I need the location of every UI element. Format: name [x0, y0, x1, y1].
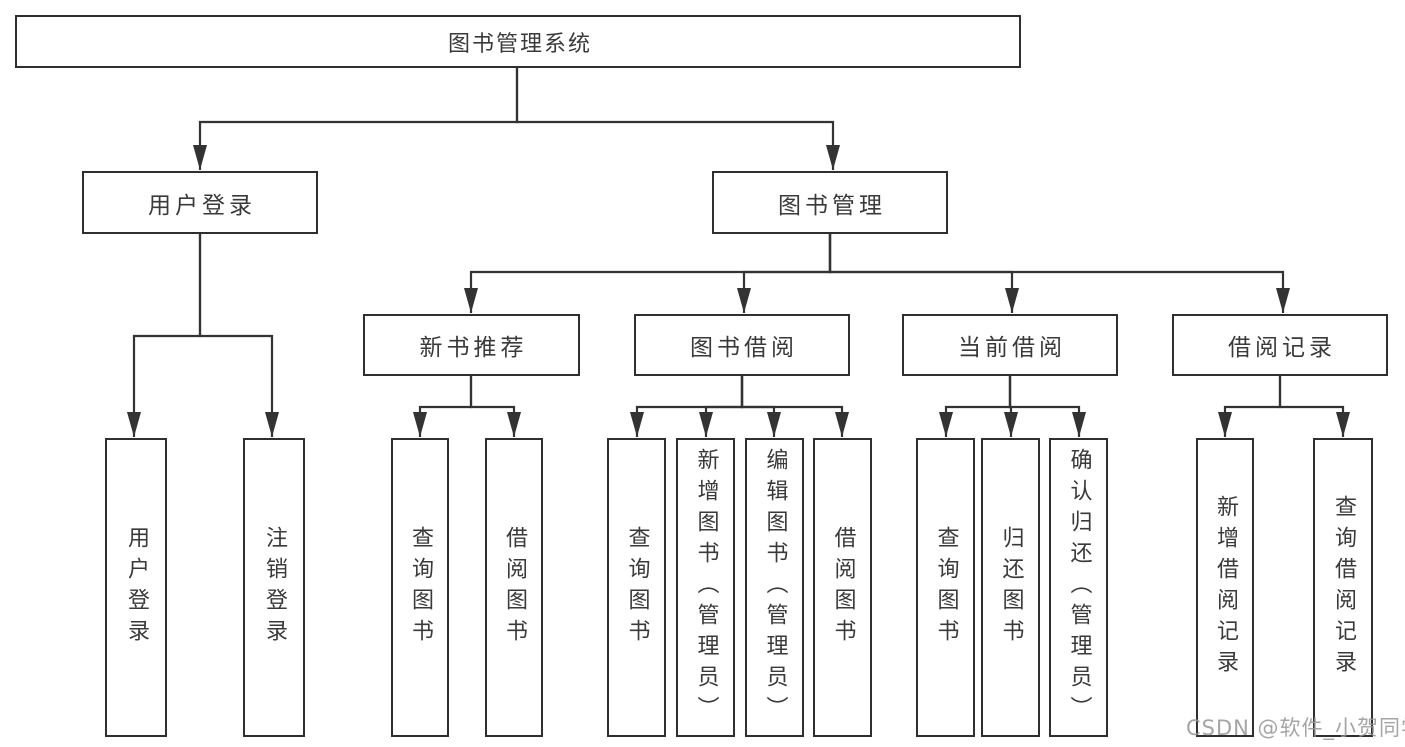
leaf-confirm-return-admin-label: 确认归还（管理员）: [1066, 448, 1092, 727]
edge-book-management-book-borrow: [737, 234, 832, 313]
csdn-watermark: CSDN @软件_小贺同学: [1186, 716, 1405, 740]
node-new-book-recommend-label: 新书推荐: [419, 335, 528, 361]
edge-borrow-records-add-record: [1218, 376, 1282, 437]
leaf-add-book-admin: 新增图书（管理员）: [676, 438, 735, 737]
edge-book-management-current-borrow: [828, 234, 1019, 313]
edge-new-book-recommend-query-book: [413, 376, 473, 437]
leaf-borrow-book-new: 借阅图书: [485, 438, 543, 737]
leaf-borrow-book-new-label: 借阅图书: [502, 525, 527, 650]
edge-root-book-management: [515, 68, 840, 170]
leaf-query-book-borrow: 查询图书: [607, 438, 666, 737]
leaf-logout-label: 注销登录: [262, 525, 287, 650]
node-current-borrow-label: 当前借阅: [958, 335, 1066, 361]
leaf-confirm-return-admin: 确认归还（管理员）: [1049, 438, 1108, 737]
edge-root-user-login: [193, 68, 519, 170]
leaf-add-borrow-record-label: 新增借阅记录: [1213, 494, 1238, 681]
leaf-query-book-new-label: 查询图书: [408, 525, 433, 650]
leaf-query-borrow-record: 查询借阅记录: [1313, 438, 1373, 737]
node-borrow-records: 借阅记录: [1172, 314, 1388, 376]
node-borrow-records-label: 借阅记录: [1228, 335, 1336, 361]
node-root-label: 图书管理系统: [447, 31, 592, 57]
leaf-add-book-admin-label: 新增图书（管理员）: [693, 448, 719, 727]
node-book-borrow: 图书借阅: [634, 314, 850, 376]
edge-new-book-recommend-borrow-book: [469, 376, 521, 437]
node-book-borrow-label: 图书借阅: [690, 335, 798, 361]
leaf-user-login-label: 用户登录: [124, 525, 149, 650]
node-current-borrow: 当前借阅: [902, 314, 1118, 376]
leaf-return-book-label: 归还图书: [998, 525, 1024, 650]
edge-book-management-new-book-recommend: [464, 234, 832, 313]
node-book-management-label: 图书管理: [778, 192, 886, 219]
node-root-system: 图书管理系统: [15, 15, 1021, 68]
leaf-query-borrow-record-label: 查询借阅记录: [1331, 494, 1356, 681]
node-user-login-label: 用户登录: [148, 192, 256, 219]
edge-current-borrow-query-book: [939, 376, 1012, 437]
leaf-query-book-current: 查询图书: [916, 438, 975, 737]
leaf-query-book-borrow-label: 查询图书: [624, 525, 650, 650]
node-user-login: 用户登录: [82, 171, 318, 234]
edge-user-login-leaf-user-login: [127, 234, 202, 437]
leaf-edit-book-admin-label: 编辑图书（管理员）: [762, 448, 788, 727]
leaf-borrow-book-label: 借阅图书: [830, 525, 856, 650]
leaf-query-book-new: 查询图书: [391, 438, 449, 737]
leaf-logout: 注销登录: [243, 438, 305, 737]
leaf-borrow-book: 借阅图书: [813, 438, 872, 737]
edge-book-borrow-borrow-book: [740, 376, 849, 437]
leaf-add-borrow-record: 新增借阅记录: [1196, 438, 1254, 737]
edge-book-management-borrow-records: [828, 234, 1290, 313]
leaf-return-book: 归还图书: [981, 438, 1040, 737]
edge-book-borrow-add-book: [699, 376, 744, 437]
leaf-query-book-current-label: 查询图书: [933, 525, 959, 650]
node-book-management: 图书管理: [712, 171, 948, 234]
edge-current-borrow-confirm-return: [1008, 376, 1086, 437]
edge-borrow-records-query-record: [1278, 376, 1350, 437]
edge-user-login-leaf-logout: [198, 234, 279, 437]
leaf-user-login: 用户登录: [105, 438, 167, 737]
node-new-book-recommend: 新书推荐: [363, 314, 580, 376]
leaf-edit-book-admin: 编辑图书（管理员）: [745, 438, 804, 737]
